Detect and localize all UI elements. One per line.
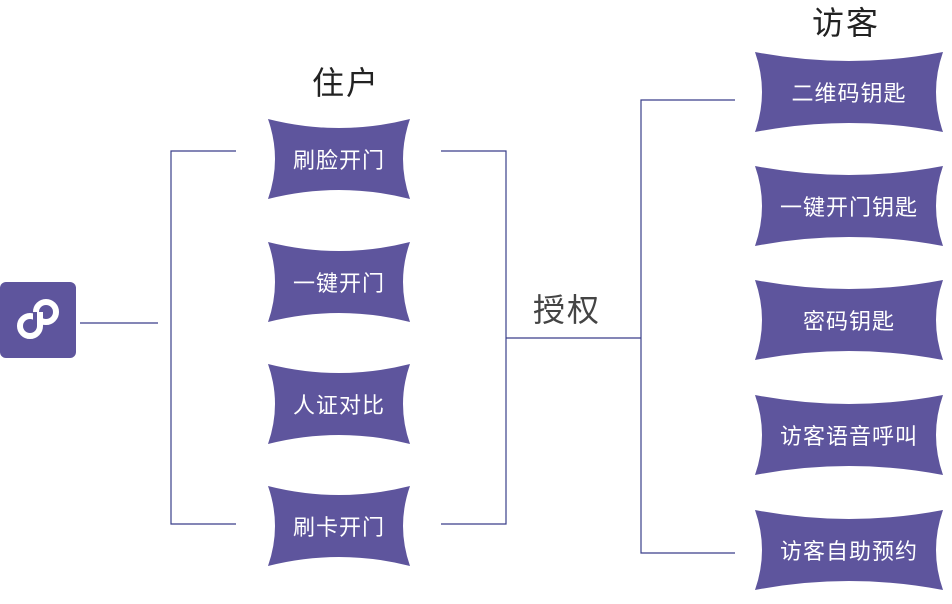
visitor-card-qr-key[interactable]: 二维码钥匙 — [751, 48, 947, 136]
card-shape — [755, 510, 943, 590]
card-label: 刷脸开门 — [292, 149, 385, 174]
card-shape — [268, 242, 410, 322]
card-shape — [268, 364, 410, 444]
card-label: 人证对比 — [292, 394, 385, 419]
authorize-label: 授权 — [533, 291, 602, 329]
resident-card-card-unlock[interactable]: 刷卡开门 — [264, 482, 414, 570]
visitor-card-one-key-key[interactable]: 一键开门钥匙 — [751, 162, 947, 250]
card-shape — [268, 119, 410, 199]
card-label: 访客语音呼叫 — [779, 425, 918, 450]
resident-card-one-key-unlock[interactable]: 一键开门 — [264, 238, 414, 326]
card-shape — [755, 52, 943, 132]
card-shape — [755, 280, 943, 360]
visitor-bracket — [640, 99, 735, 554]
card-shape — [755, 166, 943, 246]
visitor-title: 访客 — [812, 4, 881, 42]
mini-program-icon[interactable] — [0, 282, 76, 358]
card-label: 密码钥匙 — [802, 310, 895, 335]
card-shape — [268, 486, 410, 566]
resident-card-id-compare[interactable]: 人证对比 — [264, 360, 414, 448]
card-shape — [755, 395, 943, 475]
card-label: 访客自助预约 — [779, 540, 918, 565]
card-label: 一键开门钥匙 — [779, 196, 918, 221]
visitor-card-voice-call[interactable]: 访客语音呼叫 — [751, 391, 947, 479]
visitor-card-password-key[interactable]: 密码钥匙 — [751, 276, 947, 364]
card-label: 二维码钥匙 — [791, 82, 907, 107]
resident-right-bracket — [441, 150, 507, 525]
resident-left-bracket — [170, 150, 236, 525]
card-label: 一键开门 — [292, 272, 385, 297]
visitor-card-self-booking[interactable]: 访客自助预约 — [751, 506, 947, 594]
card-label: 刷卡开门 — [292, 516, 385, 541]
resident-title: 住户 — [312, 64, 381, 102]
resident-card-face-unlock[interactable]: 刷脸开门 — [264, 115, 414, 203]
